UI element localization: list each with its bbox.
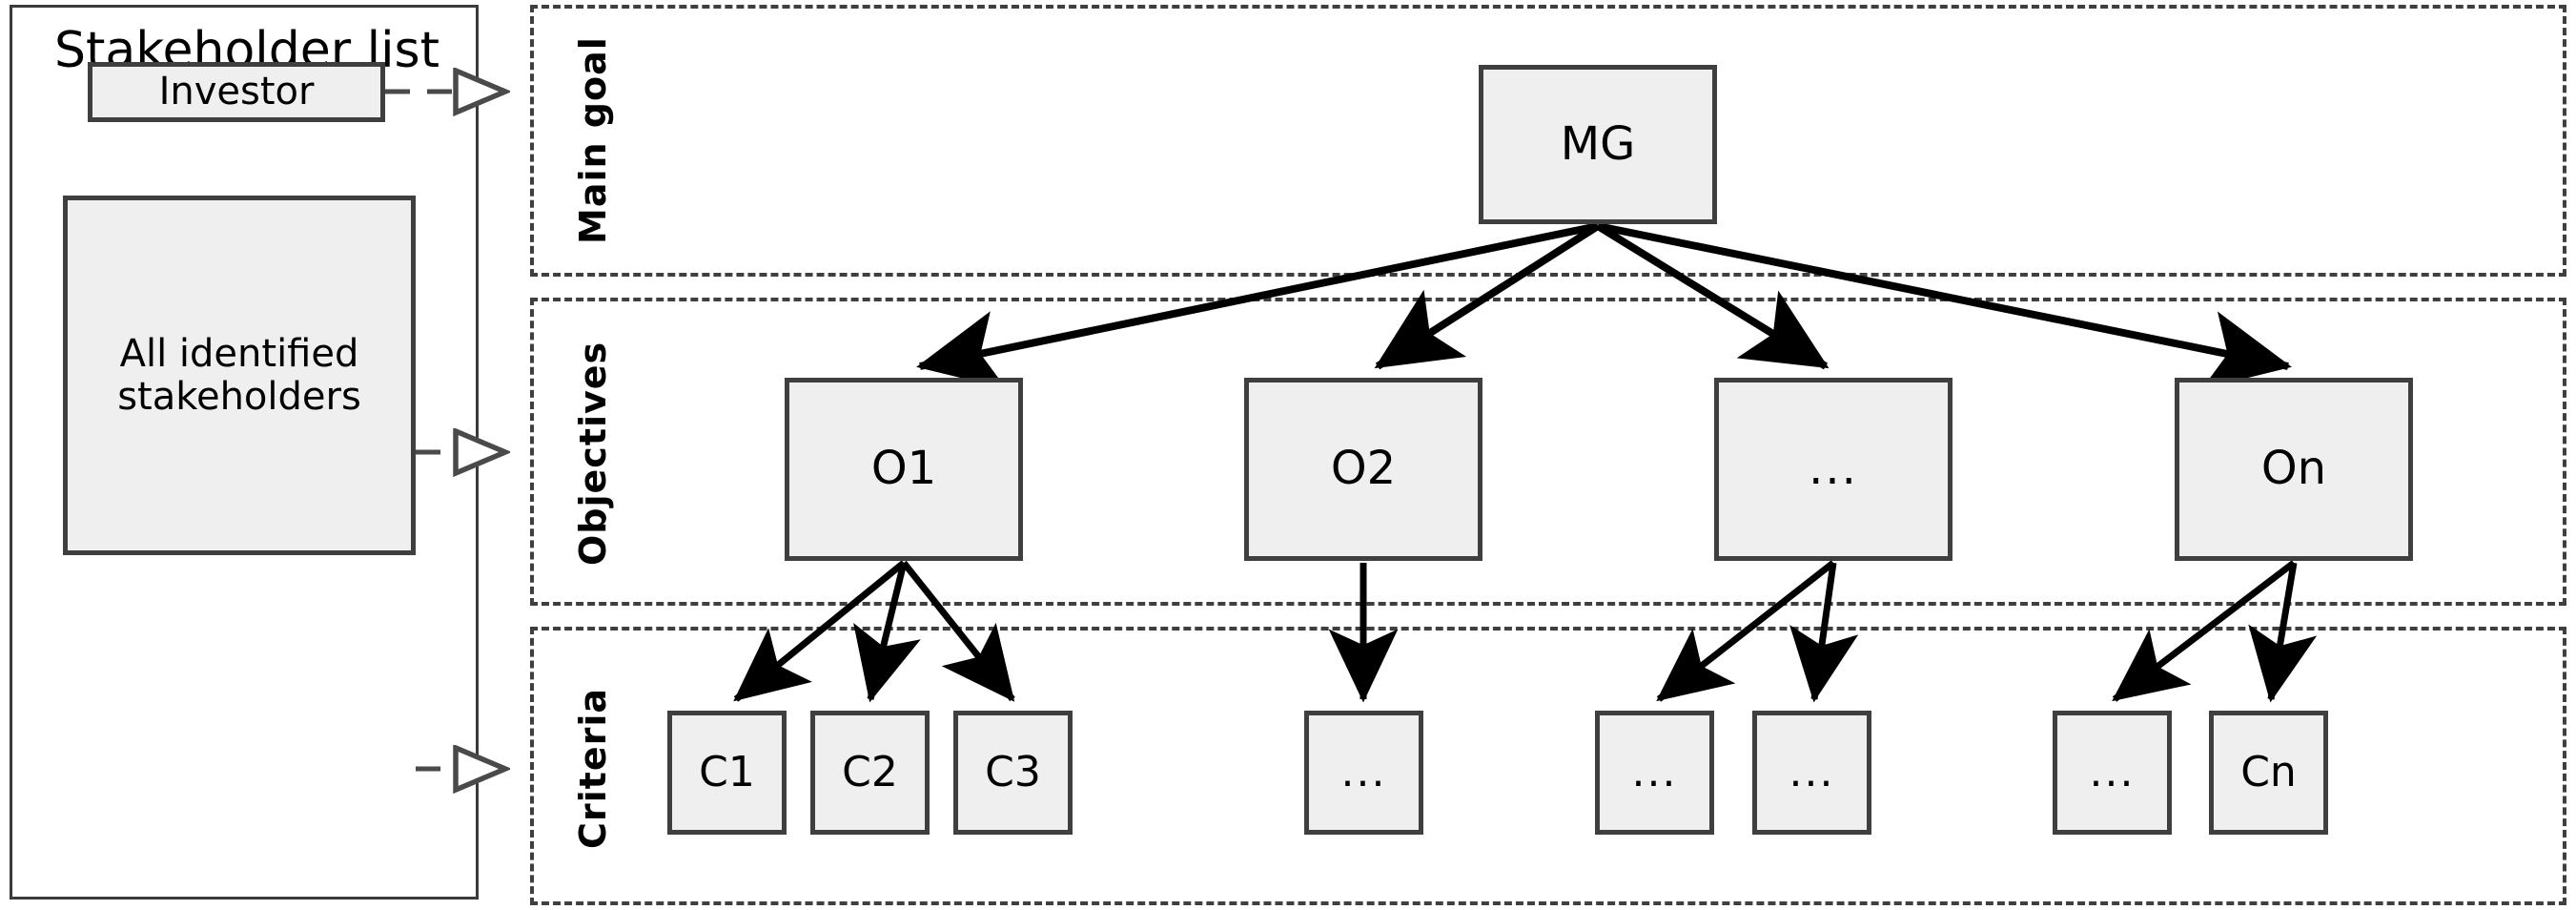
node-criterion-cn-label: Cn: [2240, 748, 2297, 797]
node-objective-on-label: On: [2260, 442, 2327, 496]
node-criterion-ellipsis-3[interactable]: ...: [1752, 711, 1871, 835]
node-criterion-c3-label: C3: [985, 748, 1041, 797]
node-criterion-ellipsis-2[interactable]: ...: [1595, 711, 1714, 835]
node-objective-ellipsis-label: ...: [1809, 442, 1858, 496]
node-criterion-ellipsis-4[interactable]: ...: [2053, 711, 2172, 835]
node-objective-o2[interactable]: O2: [1244, 378, 1482, 561]
node-criterion-c1[interactable]: C1: [667, 711, 787, 835]
band-label-criteria: Criteria: [572, 688, 614, 850]
all-identified-line-1: All identified: [119, 331, 359, 376]
band-label-objectives: Objectives: [572, 341, 614, 566]
band-label-main-goal: Main goal: [572, 36, 614, 245]
node-objective-ellipsis[interactable]: ...: [1714, 378, 1952, 561]
band-criteria: [530, 627, 2566, 905]
node-criterion-ellipsis-3-label: ...: [1789, 748, 1835, 797]
node-objective-o2-label: O2: [1330, 442, 1397, 496]
node-criterion-c2-label: C2: [842, 748, 898, 797]
node-objective-o1[interactable]: O1: [785, 378, 1023, 561]
node-main-goal-label: MG: [1560, 116, 1636, 171]
stakeholder-node-investor[interactable]: Investor: [88, 62, 385, 122]
node-criterion-ellipsis-1[interactable]: ...: [1304, 711, 1423, 835]
node-criterion-ellipsis-2-label: ...: [1631, 748, 1678, 797]
all-identified-line-2: stakeholders: [117, 374, 361, 419]
node-criterion-c2[interactable]: C2: [810, 711, 930, 835]
node-criterion-cn[interactable]: Cn: [2209, 711, 2328, 835]
node-criterion-c3[interactable]: C3: [953, 711, 1073, 835]
node-criterion-ellipsis-4-label: ...: [2089, 748, 2136, 797]
stakeholder-node-all-identified-label: All identified stakeholders: [117, 331, 361, 419]
stakeholder-node-investor-label: Investor: [158, 70, 315, 114]
node-objective-o1-label: O1: [870, 442, 937, 496]
node-criterion-c1-label: C1: [699, 748, 755, 797]
node-criterion-ellipsis-1-label: ...: [1340, 748, 1387, 797]
node-objective-on[interactable]: On: [2175, 378, 2413, 561]
stakeholder-node-all-identified[interactable]: All identified stakeholders: [63, 196, 416, 555]
node-main-goal[interactable]: MG: [1479, 65, 1717, 224]
